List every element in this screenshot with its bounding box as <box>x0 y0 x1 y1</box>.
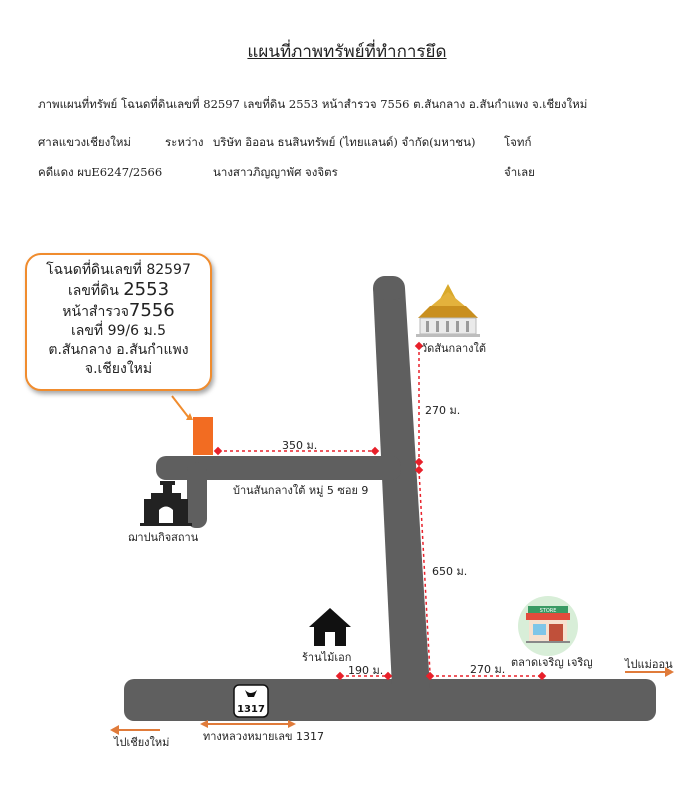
distance-line-650 <box>418 469 431 674</box>
main-vertical-road <box>373 288 430 688</box>
marker <box>425 671 435 681</box>
distance-label-270-bottom: 270 ม. <box>470 663 506 676</box>
highway-1317-road <box>124 679 656 721</box>
village-road <box>156 456 401 480</box>
distance-lines <box>218 346 542 677</box>
arrow-left-icon <box>110 725 160 735</box>
temple-icon <box>416 284 480 337</box>
distance-label-650: 650 ม. <box>432 565 468 578</box>
distance-markers <box>213 341 547 681</box>
temple-label: วัดสันกลางใต้ <box>421 342 487 355</box>
property-callout: โฉนดที่ดินเลขที่ 82597 เลขที่ดิน 2553 หน… <box>25 253 212 391</box>
shop-label: ร้านไม้เอก <box>302 651 352 664</box>
callout-survey-label: หน้าสำรวจ <box>62 304 129 320</box>
village-road-label: บ้านสันกลางใต้ หมู่ 5 ซอย 9 <box>233 484 369 497</box>
marker <box>414 457 424 467</box>
marker <box>414 465 424 475</box>
callout-deed: โฉนดที่ดินเลขที่ 82597 <box>46 262 191 278</box>
defendant-role: จำเลย <box>504 165 535 179</box>
marker <box>383 671 393 681</box>
distance-label-190: 190 ม. <box>348 664 384 677</box>
cemetery-road <box>187 462 207 528</box>
distance-label-350: 350 ม. <box>282 439 318 452</box>
callout-address: เลขที่ 99/6 ม.5 <box>70 323 167 339</box>
marker <box>537 671 547 681</box>
callout-land-label: เลขที่ดิน <box>67 283 124 299</box>
property-description: ภาพแผนที่ทรัพย์ โฉนดที่ดินเลขที่ 82597 เ… <box>38 97 588 111</box>
to-chiangmai-label: ไปเชียงใหม่ <box>114 736 170 749</box>
case-number: คดีแดง ผบE6247/2566 <box>38 165 163 179</box>
between-label: ระหว่าง <box>165 135 204 149</box>
plaintiff-role: โจทก์ <box>504 135 532 149</box>
plaintiff-name: บริษัท อิออน ธนสินทรัพย์ (ไทยแลนด์) จำกั… <box>213 135 476 149</box>
property-marker <box>193 417 213 455</box>
store-icon: STORE <box>518 596 578 656</box>
house-icon <box>309 608 351 646</box>
defendant-name: นางสาวภิญญาพัศ จงจิตร <box>213 165 338 179</box>
marker <box>414 341 424 351</box>
store-sign-text: STORE <box>540 608 557 614</box>
market-label: ตลาดเจริญ เจริญ <box>511 656 593 669</box>
callout-survey-value: 7556 <box>128 300 175 321</box>
callout-land-no: เลขที่ดิน 2553 <box>27 280 210 301</box>
callout-pointer <box>171 395 190 419</box>
to-maeon-label: ไปแม่ออน <box>625 658 673 671</box>
callout-pointer-head <box>186 413 193 420</box>
highway-label: ทางหลวงหมายเลข 1317 <box>203 730 324 743</box>
highway-label-arrow <box>200 720 296 728</box>
distance-label-270-top: 270 ม. <box>425 404 461 417</box>
marker <box>213 446 223 456</box>
marker <box>335 671 345 681</box>
court-name: ศาลแขวงเชียงใหม่ <box>38 135 132 149</box>
page-title: แผนที่ภาพทรัพย์ที่ทำการยึด <box>247 42 447 62</box>
arrow-right-icon <box>625 667 674 677</box>
cemetery-icon <box>140 481 192 526</box>
cemetery-label: ฌาปนกิจสถาน <box>128 531 199 544</box>
main-vertical-road-cap <box>373 276 405 300</box>
callout-district: ต.สันกลาง อ.สันกำแพง <box>48 342 189 358</box>
highway-number: 1317 <box>237 704 265 715</box>
callout-survey: หน้าสำรวจ7556 <box>27 301 210 322</box>
callout-province: จ.เชียงใหม่ <box>84 361 153 377</box>
highway-shield-icon: 1317 <box>233 684 269 718</box>
callout-land-value: 2553 <box>123 279 170 300</box>
marker <box>370 446 380 456</box>
